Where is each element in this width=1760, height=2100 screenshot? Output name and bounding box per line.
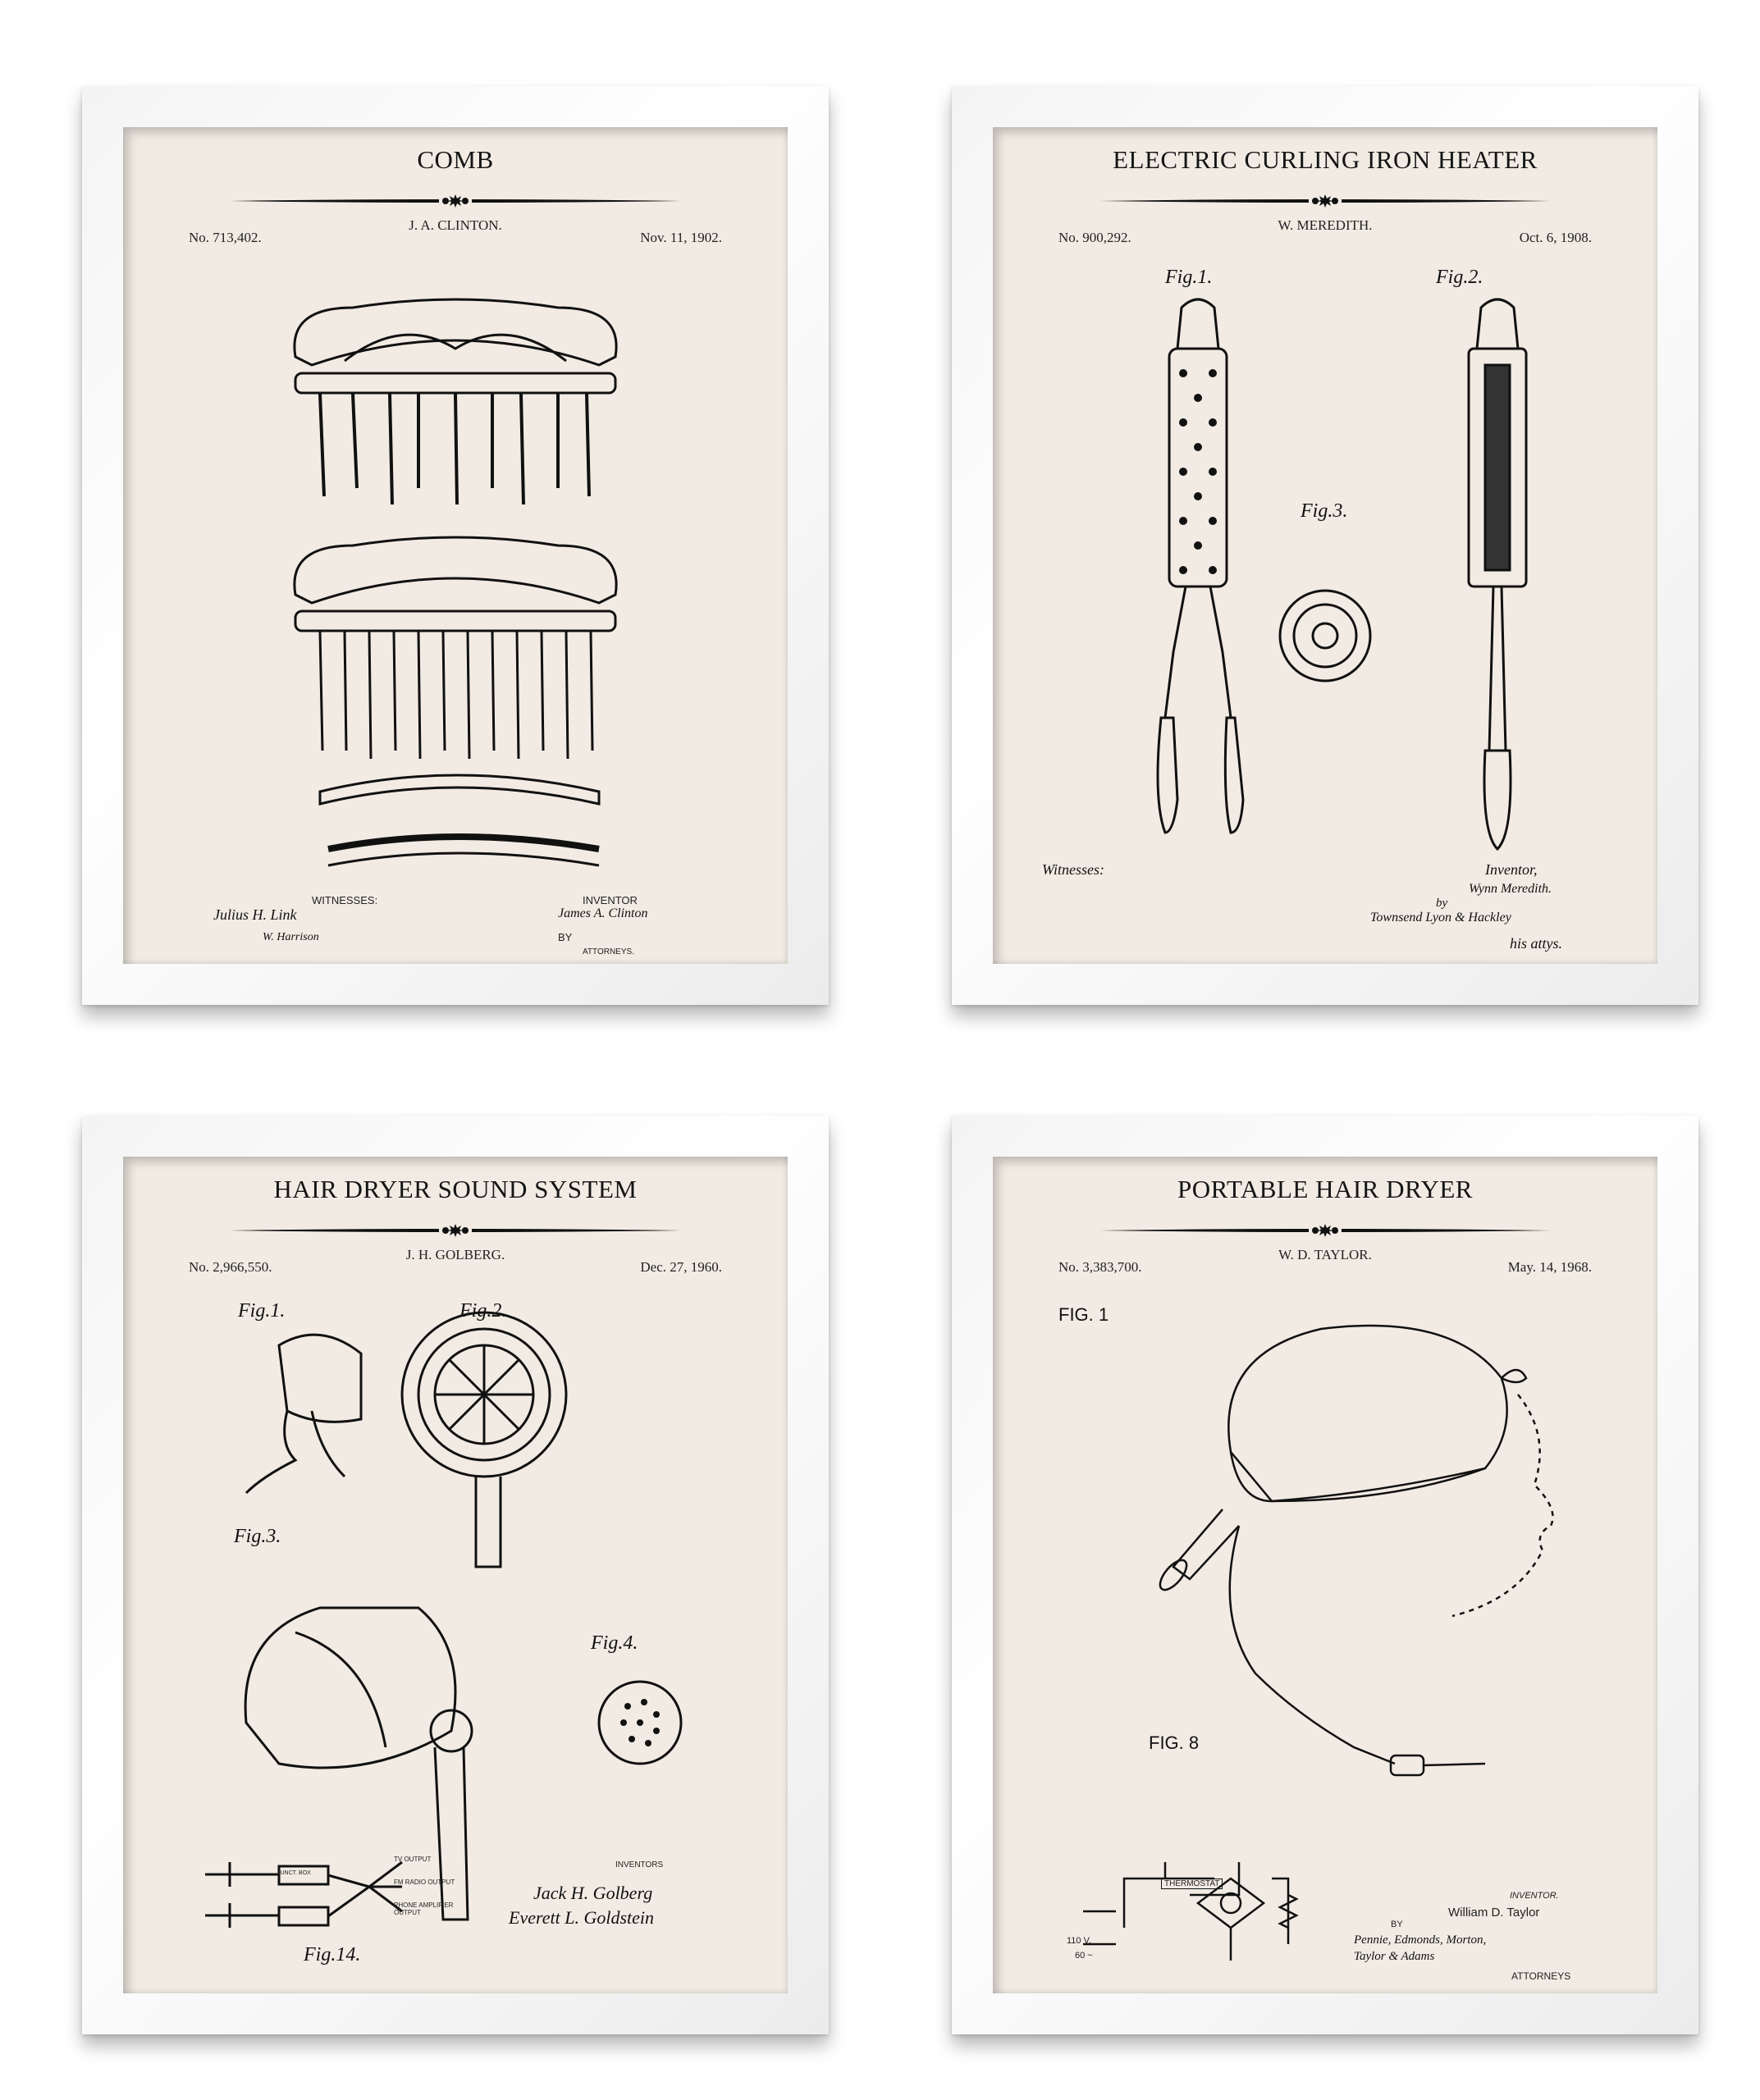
patent-number: No. 3,383,700. [1058,1259,1142,1276]
output-label-fm: FM RADIO OUTPUT [394,1879,455,1886]
poster-mat: PORTABLE HAIR DRYER W. D. TAYLOR. No. 3,… [993,1157,1657,1993]
inventor-signature: Wynn Meredith. [1469,882,1552,897]
frequency-label: 60 ~ [1075,1951,1093,1961]
witnesses-label: Witnesses: [1042,861,1104,879]
junction-box-label: JUNCT. BOX [277,1870,311,1876]
patent-date: Dec. 27, 1960. [640,1259,722,1276]
poster-frame-hair-dryer-sound: HAIR DRYER SOUND SYSTEM J. H. GOLBERG. N… [82,1116,829,2034]
attorneys-label: his attys. [1510,935,1562,952]
by-label: BY [558,931,572,943]
inventors-label: INVENTORS [615,1860,663,1869]
poster-mat: COMB J. A. CLINTON. No. 713,402. Nov. 11… [123,127,788,964]
patent-number: No. 900,292. [1058,230,1131,246]
by-label: BY [1391,1920,1403,1929]
inventor-name-typed: William D. Taylor [1448,1906,1539,1920]
patent-date: May. 14, 1968. [1508,1259,1592,1276]
poster-frame-portable-hair-dryer: PORTABLE HAIR DRYER W. D. TAYLOR. No. 3,… [952,1116,1698,2034]
poster-title: PORTABLE HAIR DRYER [993,1175,1657,1204]
poster-title: HAIR DRYER SOUND SYSTEM [123,1175,788,1204]
portable-hair-dryer-patent-drawing [1026,1288,1625,1977]
attorneys-signature: Townsend Lyon & Hackley [1370,911,1511,925]
patent-date: Oct. 6, 1908. [1520,230,1592,246]
poster-title: COMB [123,145,788,175]
patent-number: No. 713,402. [189,230,262,246]
poster-frame-curling-iron: ELECTRIC CURLING IRON HEATER W. MEREDITH… [952,86,1698,1005]
inventor-label: Inventor, [1485,861,1537,879]
witness-signature: Julius H. Link [213,906,297,924]
inventor-signature: Everett L. Goldstein [509,1907,654,1929]
voltage-label: 110 V. [1067,1936,1091,1946]
comb-patent-drawing [156,258,755,947]
poster-title: ELECTRIC CURLING IRON HEATER [993,145,1657,175]
inventor-signature: Jack H. Golberg [533,1883,652,1904]
by-label: by [1436,897,1447,911]
inventor-signature: James A. Clinton [558,906,647,921]
attorneys-label: ATTORNEYS [1511,1970,1570,1982]
patent-date: Nov. 11, 1902. [640,230,722,246]
attorneys-label: ATTORNEYS. [583,947,634,956]
thermostat-label: THERMOSTAT [1161,1879,1223,1889]
patent-number: No. 2,966,550. [189,1259,272,1276]
poster-mat: HAIR DRYER SOUND SYSTEM J. H. GOLBERG. N… [123,1157,788,1993]
output-label-phone: PHONE AMPLIFIER OUTPUT [394,1901,468,1916]
ornament-divider [1099,1224,1551,1237]
ornament-divider [230,1224,681,1237]
attorneys-signature: Pennie, Edmonds, Morton, Taylor & Adams [1354,1932,1518,1965]
output-label-tv: TV OUTPUT [394,1856,431,1863]
inventor-label: INVENTOR. [1510,1891,1559,1901]
ornament-divider [1099,194,1551,208]
poster-mat: ELECTRIC CURLING IRON HEATER W. MEREDITH… [993,127,1657,964]
witness-signature: W. Harrison [263,931,319,944]
poster-frame-comb: COMB J. A. CLINTON. No. 713,402. Nov. 11… [82,86,829,1005]
witnesses-label: WITNESSES: [312,894,377,906]
curling-iron-patent-drawing [1026,258,1625,947]
inventor-label: INVENTOR [583,894,638,906]
ornament-divider [230,194,681,208]
hair-dryer-sound-patent-drawing [156,1288,755,1977]
